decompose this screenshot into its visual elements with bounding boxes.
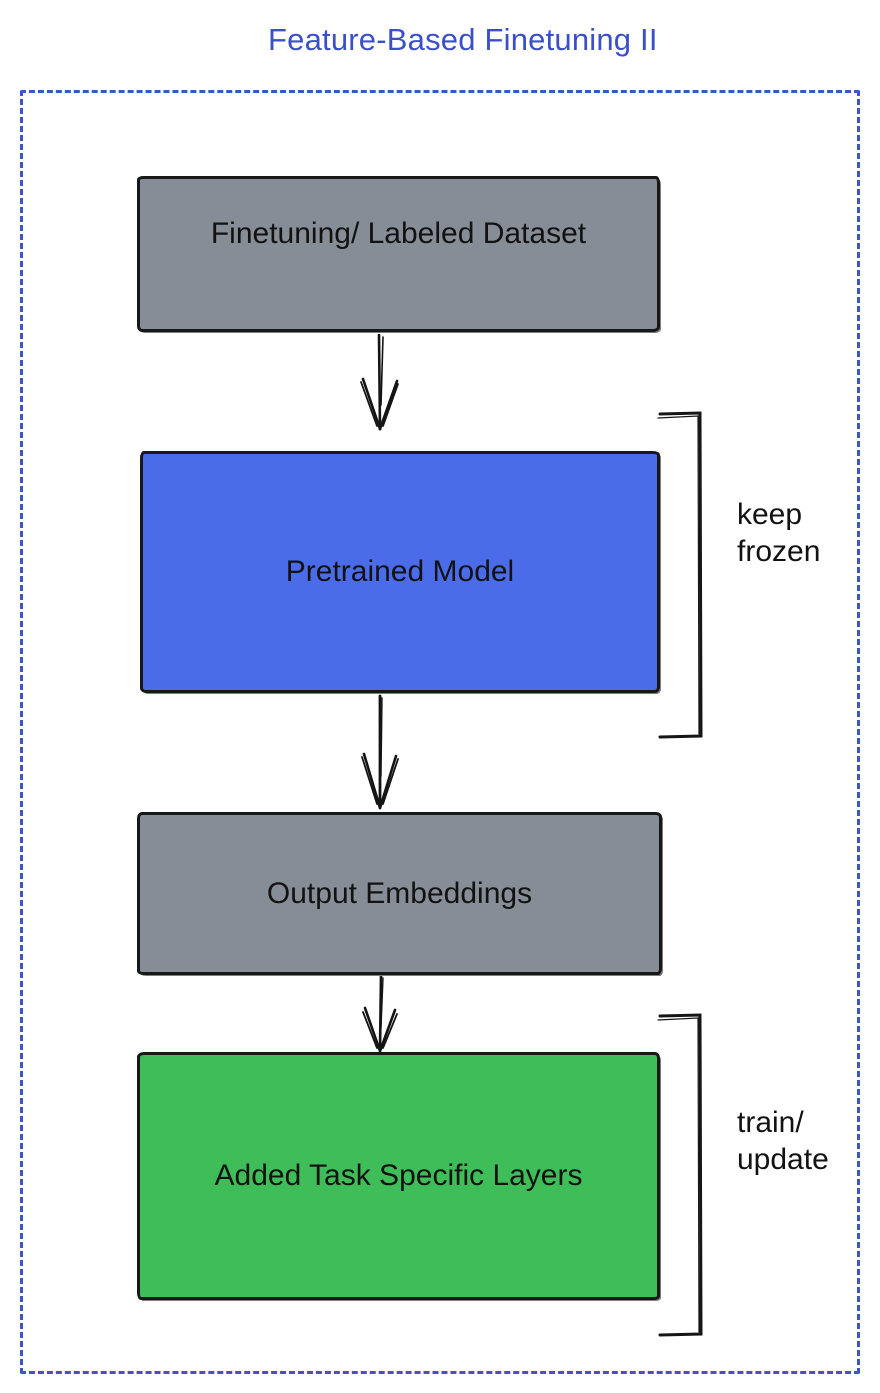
node-pretrained-model: Pretrained Model xyxy=(140,451,660,693)
node-finetuning-dataset: Finetuning/ Labeled Dataset xyxy=(137,176,660,332)
bracket-keep-frozen xyxy=(657,411,703,739)
arrow-shaft-echo xyxy=(380,336,384,406)
arrow-wing-left xyxy=(363,1006,382,1053)
arrow-wing-right-echo xyxy=(382,758,399,805)
arrow-wing-right-echo xyxy=(382,383,399,427)
diagram-title: Feature-Based Finetuning II xyxy=(268,22,658,57)
flow-arrow-down-1 xyxy=(360,333,399,431)
node-output-embeddings-label: Output Embeddings xyxy=(266,876,533,910)
flow-arrow-down-3 xyxy=(362,976,398,1053)
arrow-wing-right xyxy=(378,754,398,810)
node-output-embeddings: Output Embeddings xyxy=(137,812,662,975)
arrow-wing-left-echo xyxy=(361,756,378,805)
arrow-wing-right xyxy=(378,379,399,431)
annotation-train-update: train/ update xyxy=(737,1106,829,1176)
arrow-shaft-echo xyxy=(380,697,383,777)
node-finetuning-dataset-label: Finetuning/ Labeled Dataset xyxy=(210,217,587,250)
arrow-wing-left-echo xyxy=(362,1011,378,1049)
arrow-wing-left xyxy=(361,377,382,431)
bracket-stroke xyxy=(658,411,703,739)
arrow-shaft xyxy=(377,333,382,431)
annotation-keep-frozen: keep frozen xyxy=(737,498,821,568)
node-task-specific-layers: Added Task Specific Layers xyxy=(137,1052,660,1300)
arrow-wing-right-echo xyxy=(382,1013,398,1049)
arrow-wing-right xyxy=(378,1008,397,1053)
node-pretrained-model-label: Pretrained Model xyxy=(285,555,515,588)
flow-arrow-down-2 xyxy=(361,694,399,810)
bracket-stroke-echo xyxy=(657,1017,700,1333)
bracket-stroke xyxy=(658,1013,703,1337)
bracket-train-update xyxy=(657,1013,703,1337)
arrow-wing-left-echo xyxy=(360,381,378,427)
arrow-shaft xyxy=(378,976,383,1051)
dotted-frame xyxy=(20,90,860,1374)
arrow-shaft-echo xyxy=(380,977,384,1029)
node-task-specific-layers-label: Added Task Specific Layers xyxy=(214,1159,583,1192)
bracket-stroke-echo xyxy=(657,415,700,735)
arrow-wing-left xyxy=(362,752,382,810)
